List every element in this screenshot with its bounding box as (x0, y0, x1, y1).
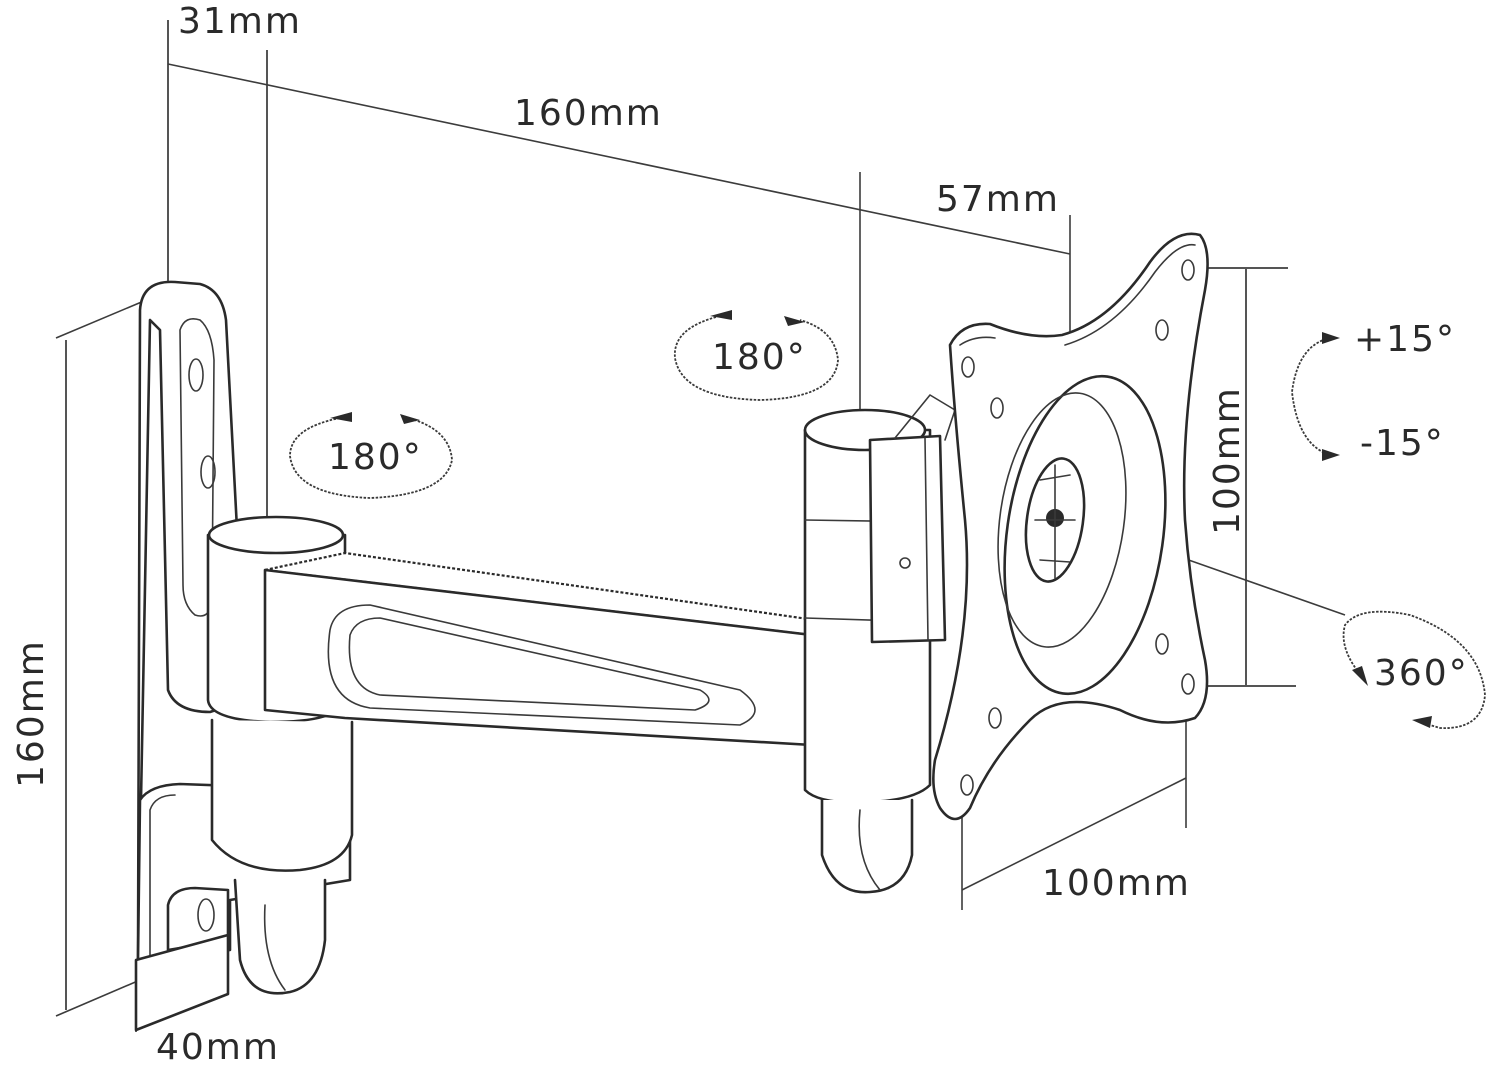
rotation-indicator-arm-joint (674, 310, 839, 401)
tilt-label-down: -15° (1360, 423, 1445, 464)
rotation-indicator-wall-joint (289, 412, 453, 499)
arm (263, 551, 817, 747)
dimension-label-head-offset: 57mm (936, 179, 1060, 220)
rotation-label-arm-joint: 180° (712, 337, 807, 378)
rotation-label-plate: 360° (1374, 653, 1469, 694)
dimension-label-wall-plate-height: 160mm (11, 639, 52, 788)
head-joint (803, 394, 956, 894)
rotation-label-wall-joint: 180° (328, 437, 423, 478)
dimension-lines (55, 20, 1346, 1032)
dimension-label-wall-plate-width: 40mm (156, 1027, 280, 1068)
dimension-label-vesa-vertical: 100mm (1207, 386, 1248, 535)
dimension-label-wall-plate-depth: 31mm (178, 1, 302, 42)
vesa-plate (932, 232, 1209, 821)
dimension-label-arm-length: 160mm (514, 93, 663, 134)
tilt-label-up: +15° (1354, 319, 1456, 360)
dimension-label-vesa-horizontal: 100mm (1042, 863, 1191, 904)
rotation-indicator-plate (1342, 610, 1486, 729)
tilt-indicator (1291, 332, 1340, 461)
